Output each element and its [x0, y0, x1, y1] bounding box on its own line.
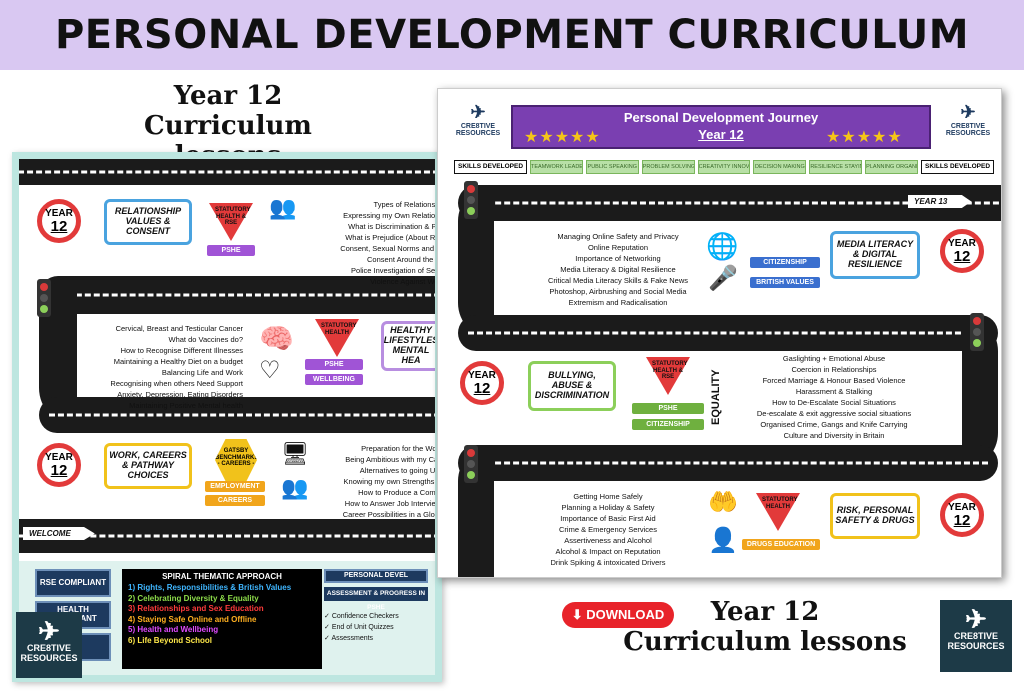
- sign-media-literacy: MEDIA LITERACY & DIGITAL RESILIENCE: [830, 231, 920, 279]
- year13-arrow: YEAR 13: [908, 195, 972, 208]
- network-globe-icon: 🌐: [706, 231, 739, 261]
- skills-label: SKILLS DEVELOPED: [921, 160, 995, 174]
- subtitle-top-left-line1: Year 12: [173, 81, 283, 111]
- pill-pshe: PSHE: [207, 245, 255, 256]
- sign-work-careers: WORK, CAREERS & PATHWAY CHOICES: [104, 443, 192, 489]
- pill-citizenship: CITIZENSHIP: [750, 257, 820, 268]
- star-rating-left: ★★★★★: [524, 129, 601, 146]
- sign-risk-safety-drugs: RISK, PERSONAL SAFETY & DRUGS: [830, 493, 920, 539]
- skill-chip: TEAMWORK LEADERSHIP: [530, 160, 583, 174]
- paper-plane-icon: ✈: [470, 102, 486, 122]
- spiral-item: 2) Celebrating Diversity & Equality: [128, 593, 259, 603]
- road-segment: [39, 397, 435, 433]
- statutory-health-sign: STATUTORY HEALTH: [756, 493, 800, 531]
- sign-healthy-lifestyles: HEALTHY LIFESTYLES MENTAL HEA: [381, 321, 435, 371]
- skill-chip: PLANNING ORGANISATION: [865, 160, 919, 174]
- star-rating-right: ★★★★★: [826, 129, 903, 146]
- assessment-list: ✓ Confidence Checkers ✓ End of Unit Quiz…: [324, 613, 399, 642]
- traffic-light-icon: [970, 313, 984, 351]
- pill-pshe: PSHE: [632, 403, 704, 414]
- assessment-title: ASSESSMENT & PROGRESS IN PSHE: [324, 587, 428, 611]
- personal-development-tag: PERSONAL DEVEL: [324, 569, 428, 583]
- journey-year: Year 12: [698, 127, 744, 142]
- gatsby-benchmarks-badge: GATSBY BENCHMARKS - CAREERS -: [215, 439, 257, 481]
- spiral-item: 6) Life Beyond School: [128, 635, 213, 645]
- pill-wellbeing: WELLBEING: [305, 374, 363, 385]
- welcome-arrow: WELCOME: [23, 527, 95, 540]
- title-banner: PERSONAL DEVELOPMENT CURRICULUM: [0, 0, 1024, 70]
- skills-label: SKILLS DEVELOPED: [454, 160, 528, 174]
- equality-label: EQUALITY: [710, 369, 722, 425]
- skills-developed-row: SKILLS DEVELOPED TEAMWORK LEADERSHIP PUB…: [454, 159, 995, 175]
- page-title: PERSONAL DEVELOPMENT CURRICULUM: [54, 12, 970, 58]
- paper-plane-icon: ✈: [38, 616, 60, 646]
- statutory-health-sign: STATUTORY HEALTH: [315, 319, 359, 357]
- sign-relationship-values: RELATIONSHIP VALUES & CONSENT: [104, 199, 192, 245]
- pill-citizenship: CITIZENSHIP: [632, 419, 704, 430]
- spiral-item: 3) Relationships and Sex Education: [128, 604, 264, 613]
- relationship-people-icon: 👥: [269, 195, 297, 220]
- tag-rse-compliant: RSE COMPLIANT: [35, 569, 111, 597]
- paper-plane-icon: ✈: [960, 102, 976, 122]
- spiral-item: 1) Rights, Responsibilities & British Va…: [128, 583, 292, 592]
- pill-drugs-education: DRUGS EDUCATION: [742, 539, 820, 550]
- subtitle-bottom-right-line1: Year 12: [710, 597, 820, 627]
- presentation-board-icon: 🖥: [281, 441, 309, 466]
- spiral-item: 5) Health and Wellbeing: [128, 625, 219, 634]
- statutory-health-rse-sign: STATUTORY HEALTH & RSE: [646, 357, 690, 395]
- skill-chip: PROBLEM SOLVING: [641, 160, 695, 174]
- person-alert-icon: 👤: [708, 527, 738, 554]
- brain-icon: 🧠: [259, 323, 294, 354]
- road-segment: [19, 159, 435, 185]
- skill-chip: DECISION MAKING: [753, 160, 807, 174]
- journey-header: Personal Development Journey Year 12: [511, 105, 931, 149]
- health-heart-icon: ♡: [259, 357, 281, 384]
- skill-chip: CREATIVITY INNOVATION: [697, 160, 751, 174]
- road-segment: [39, 276, 435, 314]
- first-aid-hand-icon: 🤲: [708, 489, 738, 516]
- journey-title: Personal Development Journey: [623, 110, 819, 125]
- pill-careers: CAREERS: [205, 495, 265, 506]
- road-segment: [458, 315, 998, 351]
- traffic-light-icon: [37, 279, 51, 317]
- traffic-light-icon: [464, 181, 478, 219]
- team-meeting-icon: 👥: [281, 475, 309, 500]
- statutory-health-rse-sign: STATUTORY HEALTH & RSE: [209, 203, 253, 241]
- pill-employment: EMPLOYMENT: [205, 481, 265, 492]
- traffic-light-icon: [464, 445, 478, 483]
- skill-chip: RESILIENCE STAYING POSITIVE: [809, 160, 863, 174]
- speaker-podium-icon: 🎤: [708, 265, 738, 292]
- skill-chip: PUBLIC SPEAKING: [585, 160, 639, 174]
- subtitle-bottom-right-line2: Curriculum lessons: [623, 626, 907, 657]
- sign-bullying-abuse: BULLYING, ABUSE & DISCRIMINATION: [528, 361, 616, 411]
- paper-plane-icon: ✈: [965, 604, 987, 634]
- subtitle-bottom-right: Year 12 Curriculum lessons: [620, 597, 910, 658]
- spiral-thematic-approach: SPIRAL THEMATIC APPROACH 1) Rights, Resp…: [122, 569, 322, 669]
- spiral-title: SPIRAL THEMATIC APPROACH: [162, 572, 282, 581]
- pill-pshe: PSHE: [305, 359, 363, 370]
- pill-british-values: BRITISH VALUES: [750, 277, 820, 288]
- road-segment: [458, 445, 998, 481]
- download-button[interactable]: ⬇ DOWNLOAD: [562, 602, 674, 628]
- road-segment: [19, 519, 435, 553]
- spiral-item: 4) Staying Safe Online and Offline: [128, 614, 257, 624]
